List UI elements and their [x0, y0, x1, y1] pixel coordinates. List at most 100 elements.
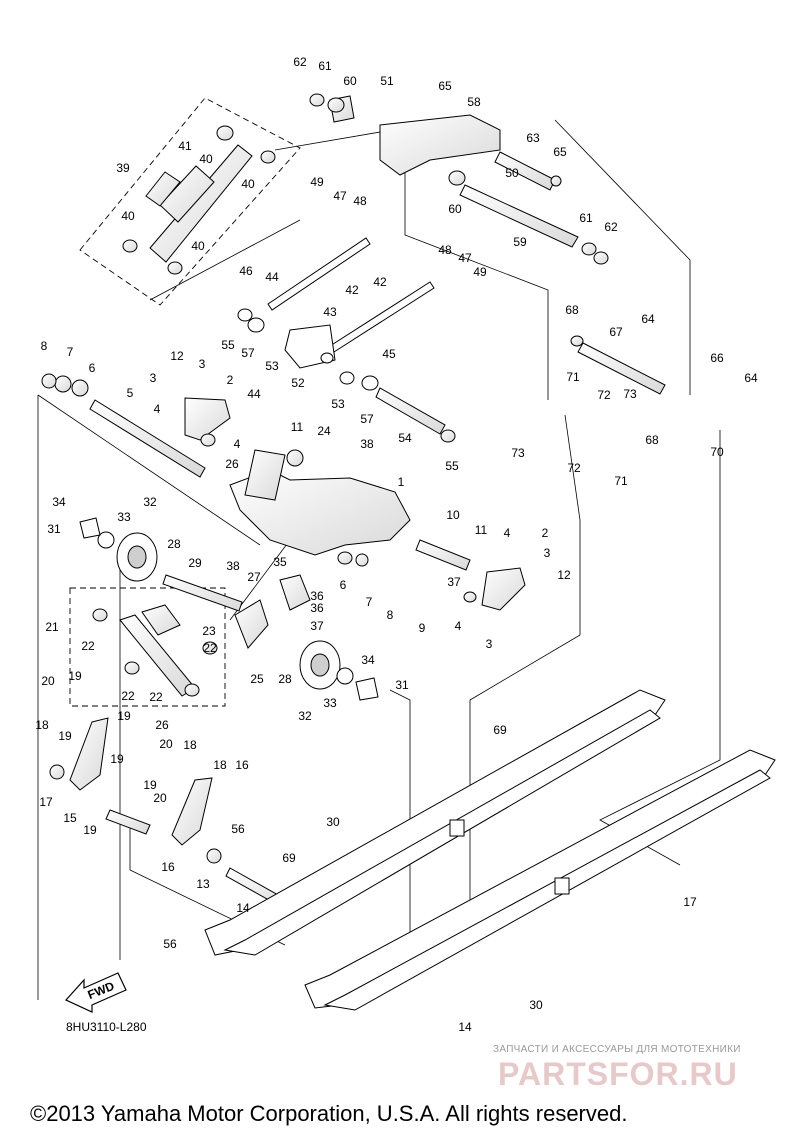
- callout-60: 60: [343, 74, 357, 88]
- callout-64: 64: [744, 371, 758, 385]
- callout-4: 4: [154, 402, 161, 416]
- callout-72: 72: [597, 388, 611, 402]
- callout-59: 59: [513, 235, 527, 249]
- callout-26: 26: [225, 457, 239, 471]
- callout-51: 51: [380, 74, 394, 88]
- callout-53: 53: [331, 397, 345, 411]
- callout-32: 32: [298, 709, 312, 723]
- callout-39: 39: [116, 161, 130, 175]
- callout-69: 69: [282, 851, 296, 865]
- callout-37: 37: [310, 619, 324, 633]
- callout-63: 63: [526, 131, 540, 145]
- callout-43: 43: [323, 305, 337, 319]
- center-slide-frame: [229, 449, 411, 567]
- linkage-plates: [184, 397, 526, 649]
- callout-6: 6: [89, 361, 96, 375]
- callout-47: 47: [333, 189, 347, 203]
- callout-11: 11: [475, 523, 488, 537]
- callout-45: 45: [382, 347, 396, 361]
- callout-7: 7: [67, 345, 74, 359]
- callout-21: 21: [45, 620, 59, 634]
- callout-3: 3: [486, 637, 493, 651]
- callout-14: 14: [236, 901, 250, 915]
- callout-67: 67: [609, 325, 623, 339]
- callout-18: 18: [183, 738, 197, 752]
- callout-58: 58: [467, 95, 481, 109]
- callout-13: 13: [196, 877, 210, 891]
- callout-19: 19: [110, 752, 124, 766]
- diagram-code: 8HU3110-L280: [66, 1020, 147, 1034]
- callout-12: 12: [170, 349, 184, 363]
- callout-1: 1: [398, 475, 405, 489]
- callout-19: 19: [143, 778, 157, 792]
- callout-55: 55: [221, 338, 235, 352]
- callout-4: 4: [455, 619, 462, 633]
- callout-3: 3: [150, 371, 157, 385]
- callout-7: 7: [366, 595, 373, 609]
- callout-42: 42: [373, 275, 387, 289]
- reference-lines: [37, 119, 721, 1000]
- callout-22: 22: [203, 641, 217, 655]
- callout-26: 26: [155, 718, 169, 732]
- callout-41: 41: [178, 139, 192, 153]
- callout-17: 17: [39, 795, 53, 809]
- upper-pivot-bracket: [309, 93, 609, 265]
- callout-38: 38: [226, 559, 240, 573]
- callout-8: 8: [41, 339, 48, 353]
- callout-69: 69: [493, 723, 507, 737]
- watermark-tagline: ЗАПЧАСТИ И АКСЕССУАРЫ ДЛЯ МОТОТЕХНИКИ: [493, 1044, 741, 1055]
- callout-23: 23: [202, 624, 216, 638]
- callout-10: 10: [446, 508, 460, 522]
- callout-4: 4: [234, 437, 241, 451]
- callout-3: 3: [544, 546, 551, 560]
- callout-20: 20: [153, 791, 167, 805]
- callout-22: 22: [149, 690, 163, 704]
- callout-61: 61: [318, 59, 332, 73]
- callout-8: 8: [387, 608, 394, 622]
- callout-36: 36: [310, 589, 324, 603]
- callout-42: 42: [345, 283, 359, 297]
- assembly-boxes: [69, 97, 301, 707]
- callout-6: 6: [340, 578, 347, 592]
- upper-shock-group-box: [79, 97, 301, 306]
- callout-30: 30: [529, 998, 543, 1012]
- upper-shock-absorber: [122, 125, 276, 275]
- callout-11: 11: [291, 420, 304, 434]
- callout-62: 62: [293, 55, 307, 69]
- callout-37: 37: [447, 575, 461, 589]
- callout-2: 2: [227, 373, 234, 387]
- callout-32: 32: [143, 495, 157, 509]
- callout-73: 73: [623, 387, 637, 401]
- callout-19: 19: [117, 709, 131, 723]
- copyright-notice: ©2013 Yamaha Motor Corporation, U.S.A. A…: [30, 1101, 628, 1126]
- callout-71: 71: [614, 474, 628, 488]
- callout-48: 48: [353, 194, 367, 208]
- callout-27: 27: [247, 570, 261, 584]
- slide-rails: [204, 689, 776, 1011]
- callout-73: 73: [511, 446, 525, 460]
- callout-52: 52: [291, 376, 305, 390]
- callout-36: 36: [310, 601, 324, 615]
- callout-20: 20: [41, 674, 55, 688]
- callout-46: 46: [239, 264, 253, 278]
- callout-68: 68: [645, 433, 659, 447]
- callout-48: 48: [438, 243, 452, 257]
- callout-31: 31: [47, 522, 61, 536]
- callout-15: 15: [63, 811, 77, 825]
- callout-28: 28: [167, 537, 181, 551]
- callout-50: 50: [505, 166, 519, 180]
- callout-4: 4: [504, 526, 511, 540]
- idler-wheels: [79, 517, 379, 701]
- callout-5: 5: [127, 386, 134, 400]
- callout-61: 61: [579, 211, 593, 225]
- callout-72: 72: [567, 461, 581, 475]
- connecting-rods: [237, 237, 435, 391]
- callout-38: 38: [360, 437, 374, 451]
- callout-65: 65: [553, 145, 567, 159]
- callout-34: 34: [52, 495, 66, 509]
- callout-57: 57: [360, 412, 374, 426]
- callout-49: 49: [473, 265, 487, 279]
- callout-25: 25: [250, 672, 264, 686]
- callout-54: 54: [398, 431, 412, 445]
- callout-64: 64: [641, 312, 655, 326]
